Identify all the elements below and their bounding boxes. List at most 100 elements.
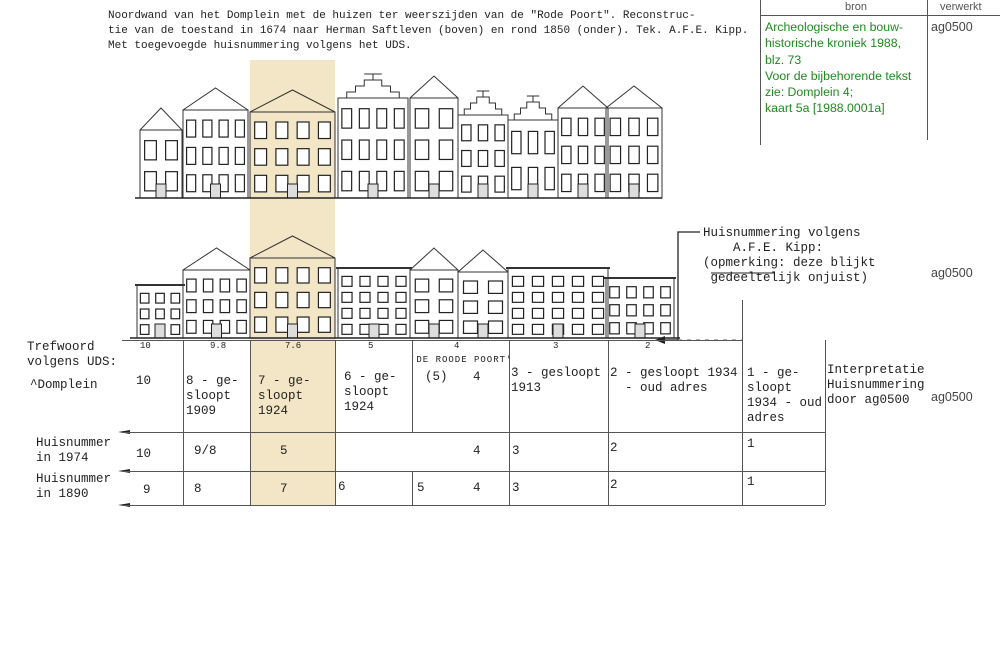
nr1890-cell: 8 [194, 482, 202, 496]
window [646, 117, 659, 137]
uds-cell: 7 - ge- sloopt 1924 [258, 374, 311, 418]
window [609, 286, 620, 299]
window [377, 291, 389, 303]
window [185, 119, 197, 138]
window [414, 139, 430, 161]
window [477, 149, 489, 168]
door [210, 183, 221, 199]
window [359, 275, 371, 287]
door [368, 323, 380, 339]
window [358, 139, 370, 161]
gable-roof [557, 85, 609, 109]
window [414, 108, 430, 129]
window [494, 175, 505, 193]
window [155, 292, 165, 304]
window [186, 278, 197, 293]
table-line [825, 340, 826, 505]
nr1974-cell: 9/8 [194, 444, 217, 458]
window [202, 278, 214, 293]
window [185, 146, 197, 165]
window [628, 145, 640, 165]
window [660, 304, 671, 317]
window [527, 130, 539, 155]
window [341, 170, 353, 192]
window [341, 307, 353, 319]
window [139, 292, 150, 304]
uds-cell: 2 - gesloopt 1934 - oud adres [610, 366, 738, 395]
window [414, 278, 430, 293]
window [643, 286, 654, 299]
stepped-gable [508, 95, 558, 121]
window [254, 267, 268, 284]
window [462, 320, 479, 334]
window [139, 308, 150, 320]
window [660, 286, 671, 299]
door [552, 323, 564, 339]
window [511, 307, 525, 319]
verwerkt-divider [927, 0, 928, 140]
caption: Noordwand van het Domplein met de huizen… [108, 10, 749, 52]
uds-cell: 8 - ge- sloopt 1909 [186, 374, 239, 418]
verwerkt-value: ag0500 [931, 266, 973, 280]
window [275, 174, 289, 193]
nr1890-cell: 4 [473, 481, 481, 495]
window [609, 304, 620, 317]
kipp-note-text: Huisnummering volgens A.F.E. Kipp: (opme… [703, 226, 876, 285]
window [594, 117, 605, 137]
window [234, 174, 246, 193]
window [185, 174, 197, 193]
verwerkt-value: ag0500 [931, 390, 973, 404]
window [626, 286, 637, 299]
window [317, 291, 331, 309]
window [341, 323, 353, 335]
window [462, 280, 479, 294]
window [626, 304, 637, 317]
window [609, 145, 622, 165]
window [296, 267, 310, 284]
window [551, 275, 565, 287]
window [155, 308, 165, 320]
window [275, 148, 289, 166]
table-line [412, 340, 413, 432]
window [317, 121, 331, 140]
window [219, 299, 231, 314]
window [296, 291, 310, 309]
window [317, 267, 331, 284]
window [591, 291, 605, 303]
window [609, 117, 622, 137]
window [218, 174, 229, 193]
window [477, 124, 489, 142]
verwerkt-value: ag0500 [931, 20, 973, 34]
gable-roof [249, 89, 336, 113]
window [461, 175, 472, 193]
window [296, 121, 310, 140]
table-line [122, 432, 825, 433]
window [254, 316, 268, 333]
window [139, 324, 150, 335]
window [511, 291, 525, 303]
uds-cell: 6 - ge- sloopt 1924 [344, 370, 397, 414]
table-line [183, 340, 184, 505]
window [531, 307, 545, 319]
kipp-number: 7.6 [285, 341, 302, 351]
window [544, 130, 555, 155]
door [154, 323, 166, 339]
door [211, 323, 222, 339]
door [634, 323, 646, 339]
window [144, 140, 157, 161]
window [202, 299, 214, 314]
window [646, 145, 659, 165]
window [511, 166, 522, 191]
door [628, 183, 640, 199]
nr1974-cell: 1 [747, 437, 755, 451]
window [359, 291, 371, 303]
window [561, 145, 572, 165]
window [296, 316, 310, 333]
window [414, 299, 430, 314]
window [317, 316, 331, 333]
window [591, 307, 605, 319]
nr1974-cell: 2 [610, 441, 618, 455]
table-line [122, 471, 825, 472]
window [414, 170, 430, 192]
window [531, 291, 545, 303]
